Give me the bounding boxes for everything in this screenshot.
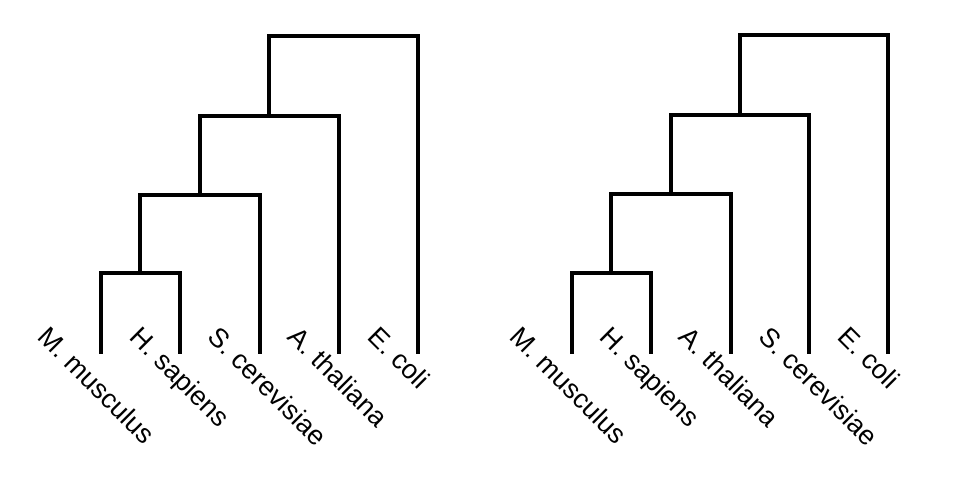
tree-2-leaf-label: E. coli: [832, 321, 905, 394]
tree-2-root-clade: [738, 33, 890, 354]
tree-1: M. musculus H. sapiens S. cerevisiae A. …: [32, 34, 435, 452]
tree-1-leaf-label: E. coli: [362, 321, 435, 394]
tree-2: M. musculus H. sapiens A. thaliana S. ce…: [504, 33, 905, 452]
tree-1-leaf-labels: M. musculus H. sapiens S. cerevisiae A. …: [32, 321, 435, 452]
tree-2-leaf-labels: M. musculus H. sapiens A. thaliana S. ce…: [504, 321, 905, 452]
tree-2-branches: [570, 33, 890, 354]
tree-1-branches: [99, 34, 420, 354]
tree-2-clade-3: [669, 113, 811, 354]
tree-1-root-clade: [267, 34, 420, 354]
tree-1-clade-3: [198, 114, 341, 354]
